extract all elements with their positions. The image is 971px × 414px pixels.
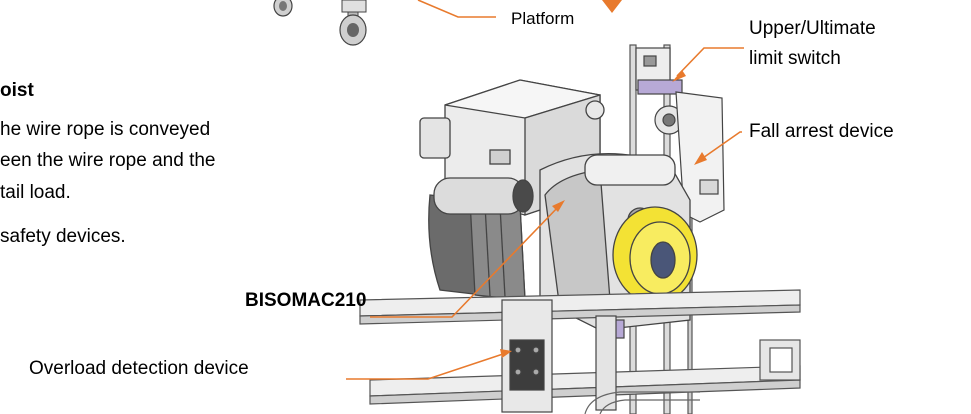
upper-limit-label-line1: Upper/Ultimate [749,18,876,39]
load-cell [501,299,625,413]
limit-switch-unit [635,47,684,135]
section-heading: oist [0,80,34,101]
section-paragraph-line: een the wire rope and the [0,150,216,171]
platform-frame [359,289,801,405]
section-paragraph-line: safety devices. [0,226,126,247]
section-paragraph-line: tail load. [0,182,71,203]
platform-label: Platform [511,9,575,28]
castor-wheel-icon [273,0,293,17]
section-paragraph-line: he wire rope is conveyed [0,119,211,140]
bottom-pipe [584,391,700,414]
castor-wheel-icon [339,0,367,46]
motor [428,177,534,301]
overload-label: Overload detection device [29,358,249,379]
brake-disc [612,206,698,304]
upper-limit-label-line2: limit switch [749,48,841,69]
model-label: BISOMAC210 [245,290,367,311]
fall-arrest-label: Fall arrest device [749,121,894,142]
